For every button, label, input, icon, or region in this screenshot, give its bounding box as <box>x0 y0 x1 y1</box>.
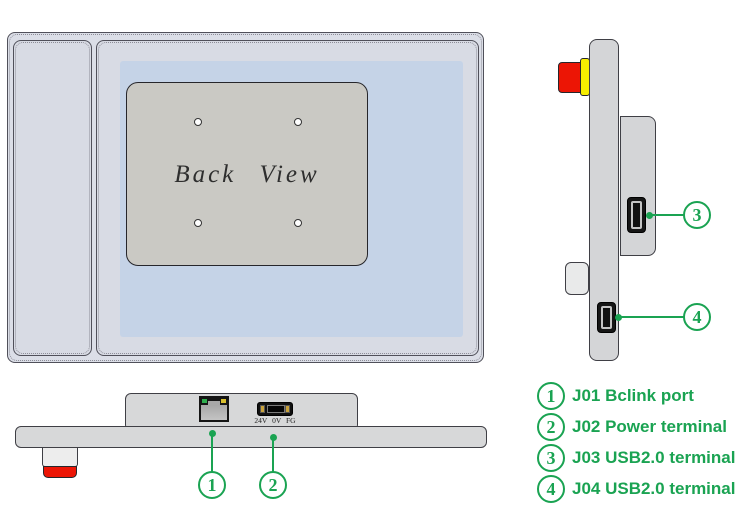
ethernet-notch <box>208 401 220 405</box>
ethernet-led-yellow <box>221 399 226 403</box>
stop-button-collar-bottom <box>42 447 78 467</box>
legend-circle-2: 2 <box>537 413 565 441</box>
legend-circle-1: 1 <box>537 382 565 410</box>
back-view-left-column <box>13 40 92 356</box>
power-terminal-icon <box>257 402 293 416</box>
mounting-hole <box>294 219 302 227</box>
callout-line-2 <box>272 437 274 472</box>
side-view-lug <box>565 262 589 295</box>
legend-label-2: J02 Power terminal <box>572 417 727 436</box>
power-slot <box>267 405 285 413</box>
usb-port-icon-3 <box>627 197 646 233</box>
power-pins-label: 24V 0V FG <box>254 416 296 425</box>
callout-circle-1: 1 <box>198 471 226 499</box>
callout-line-4 <box>618 316 684 318</box>
stop-button-side <box>558 62 582 93</box>
legend-circle-4: 4 <box>537 475 565 503</box>
callout-line-1 <box>211 433 213 472</box>
legend-label-4: J04 USB2.0 terminal <box>572 479 736 498</box>
legend-item-2: 2 J02 Power terminal <box>537 413 727 441</box>
legend-item-4: 4 J04 USB2.0 terminal <box>537 475 735 503</box>
mounting-hole <box>194 118 202 126</box>
usb-port-icon-4 <box>597 302 616 333</box>
side-view-rear-body <box>620 116 656 256</box>
ethernet-port-icon <box>199 396 229 422</box>
mounting-hole <box>194 219 202 227</box>
callout-circle-4: 4 <box>683 303 711 331</box>
legend-label-1: J01 Bclink port <box>572 386 694 405</box>
callout-circle-2: 2 <box>259 471 287 499</box>
back-view-label: Back View <box>174 161 320 188</box>
back-view-mounting-plate: Back View <box>126 82 368 266</box>
legend-item-3: 3 J03 USB2.0 terminal <box>537 444 735 472</box>
mounting-hole <box>294 118 302 126</box>
bottom-view-front-bezel <box>15 426 487 448</box>
callout-circle-3: 3 <box>683 201 711 229</box>
legend-circle-3: 3 <box>537 444 565 472</box>
power-screw-right <box>285 405 290 413</box>
stop-button-bottom <box>43 466 77 478</box>
power-screw-left <box>260 405 265 413</box>
callout-line-3 <box>649 214 684 216</box>
legend-label-3: J03 USB2.0 terminal <box>572 448 736 467</box>
ethernet-led-green <box>202 399 207 403</box>
bottom-view-rear-body <box>125 393 358 428</box>
legend-item-1: 1 J01 Bclink port <box>537 382 694 410</box>
